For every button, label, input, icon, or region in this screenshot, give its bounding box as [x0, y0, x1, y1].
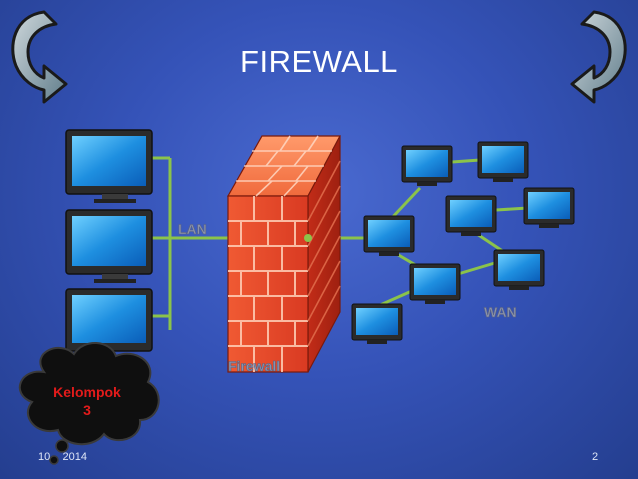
wan-label: WAN	[484, 304, 517, 320]
curved-arrow-right-icon	[570, 10, 627, 104]
footer-date: 10 2014	[38, 451, 87, 463]
brick-firewall-icon	[226, 135, 341, 373]
wan-computer-8	[351, 303, 403, 344]
wan-computer-4	[523, 187, 575, 228]
firewall-label: Firewall	[228, 358, 280, 374]
page-number: 2	[592, 451, 599, 463]
wan-computer-3	[445, 195, 497, 236]
group-label-line2: 3	[83, 402, 91, 418]
lan-computer-1	[65, 129, 153, 203]
curved-arrow-left-icon	[11, 10, 68, 104]
wan-computer-5	[363, 215, 415, 256]
slide-title: FIREWALL	[240, 44, 398, 79]
lan-computer-2	[65, 209, 153, 283]
thought-cloud-icon	[19, 342, 160, 465]
wan-computer-1	[401, 145, 453, 186]
lan-links	[152, 156, 230, 330]
lan-label: LAN	[178, 221, 207, 237]
wan-computer-6	[409, 263, 461, 304]
wan-computer-7	[493, 249, 545, 290]
group-label-line1: Kelompok	[53, 384, 121, 400]
wan-computer-2	[477, 141, 529, 182]
lan-computer-3	[65, 288, 153, 352]
